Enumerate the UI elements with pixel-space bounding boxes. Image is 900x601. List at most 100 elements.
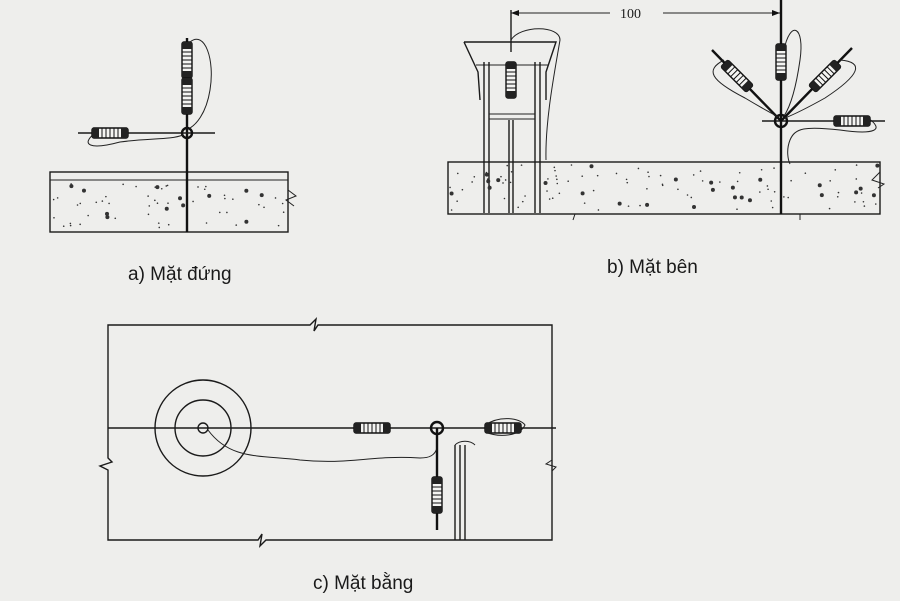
aggregate-speck xyxy=(449,186,451,189)
aggregate-speck xyxy=(701,180,704,182)
aggregate-speck xyxy=(738,171,741,174)
view-a-label: a) Mặt đứng xyxy=(128,264,232,285)
funnel-center xyxy=(197,422,209,434)
aggregate-speck xyxy=(504,179,507,181)
aggregate-speck xyxy=(739,195,744,200)
aggregate-speck xyxy=(207,193,212,198)
aggregate-speck xyxy=(81,188,86,193)
wire xyxy=(784,59,857,119)
aggregate-speck xyxy=(553,166,556,169)
aggregate-speck xyxy=(181,203,186,208)
aggregate-speck xyxy=(244,188,249,193)
aggregate-speck xyxy=(661,184,664,187)
wire xyxy=(787,117,877,165)
aggregate-speck xyxy=(854,190,859,195)
aggregate-speck xyxy=(771,206,774,209)
aggregate-speck xyxy=(770,200,773,202)
aggregate-speck xyxy=(87,214,89,217)
aggregate-speck xyxy=(647,171,649,174)
aggregate-speck xyxy=(783,196,785,198)
aggregate-speck xyxy=(461,188,464,191)
aggregate-speck xyxy=(263,206,265,209)
aggregate-speck xyxy=(473,176,476,178)
funnel-outer-ring xyxy=(154,379,252,477)
aggregate-speck xyxy=(524,195,526,197)
aggregate-speck xyxy=(834,169,837,171)
aggregate-speck xyxy=(282,211,285,214)
aggregate-speck xyxy=(503,197,506,200)
aggregate-speck xyxy=(855,178,858,180)
aggregate-speck xyxy=(203,188,206,191)
aggregate-speck xyxy=(509,181,512,184)
aggregate-speck xyxy=(486,179,491,184)
aggregate-speck xyxy=(105,211,110,216)
aggregate-speck xyxy=(157,222,160,224)
aggregate-speck xyxy=(855,164,858,166)
aggregate-speck xyxy=(758,177,763,182)
aggregate-speck xyxy=(114,217,117,220)
aggregate-speck xyxy=(147,195,149,197)
aggregate-speck xyxy=(829,180,831,182)
aggregate-speck xyxy=(625,178,628,181)
aggregate-speck xyxy=(837,191,840,194)
aggregate-speck xyxy=(135,185,137,188)
wire xyxy=(207,429,438,462)
aggregate-speck xyxy=(659,174,662,177)
aggregate-speck xyxy=(766,185,769,187)
aggregate-speck xyxy=(732,195,737,200)
aggregate-speck xyxy=(506,164,509,167)
aggregate-speck xyxy=(677,188,679,191)
view-b-side: 100 b) Mặt bên xyxy=(447,0,886,278)
aggregate-speck xyxy=(205,185,207,188)
aggregate-speck xyxy=(496,178,501,183)
aggregate-speck xyxy=(692,174,695,176)
wire xyxy=(783,29,802,117)
aggregate-speck xyxy=(719,181,721,183)
sensor-cluster xyxy=(711,0,885,214)
aggregate-speck xyxy=(874,203,877,205)
junction xyxy=(429,420,445,436)
aggregate-speck xyxy=(860,192,863,194)
aggregate-speck xyxy=(645,202,650,207)
concrete-slab xyxy=(447,161,886,221)
aggregate-speck xyxy=(484,172,489,177)
sensor-icon xyxy=(484,422,522,434)
aggregate-speck xyxy=(858,186,863,191)
aggregate-speck xyxy=(192,200,194,203)
concrete-slab xyxy=(49,171,298,233)
view-c-plan: c) Mặt bằng xyxy=(98,316,557,594)
aggregate-speck xyxy=(235,224,238,226)
aggregate-speck xyxy=(226,211,228,214)
sensor-icon xyxy=(181,41,193,79)
aggregate-speck xyxy=(449,191,454,196)
sensor-icon xyxy=(808,59,842,93)
aggregate-speck xyxy=(223,194,226,197)
aggregate-speck xyxy=(637,167,640,170)
aggregate-speck xyxy=(502,182,504,184)
aggregate-speck xyxy=(232,198,234,200)
aggregate-speck xyxy=(862,200,865,203)
aggregate-speck xyxy=(804,172,807,175)
aggregate-speck xyxy=(736,208,738,210)
aggregate-speck xyxy=(218,211,221,214)
aggregate-speck xyxy=(95,201,98,204)
aggregate-speck xyxy=(52,198,55,201)
sensor-icon xyxy=(505,61,517,99)
aggregate-speck xyxy=(155,185,160,190)
aggregate-speck xyxy=(548,198,551,200)
aggregate-speck xyxy=(517,206,519,209)
aggregate-speck xyxy=(581,175,584,177)
aggregate-speck xyxy=(617,201,622,206)
aggregate-speck xyxy=(648,175,650,178)
aggregate-speck xyxy=(500,175,502,178)
aggregate-speck xyxy=(709,180,714,185)
aggregate-speck xyxy=(147,213,150,216)
aggregate-speck xyxy=(166,184,169,187)
aggregate-speck xyxy=(747,198,752,203)
view-c-label: c) Mặt bằng xyxy=(313,572,413,594)
aggregate-speck xyxy=(122,183,124,186)
aggregate-speck xyxy=(710,187,715,192)
wire xyxy=(484,418,526,436)
